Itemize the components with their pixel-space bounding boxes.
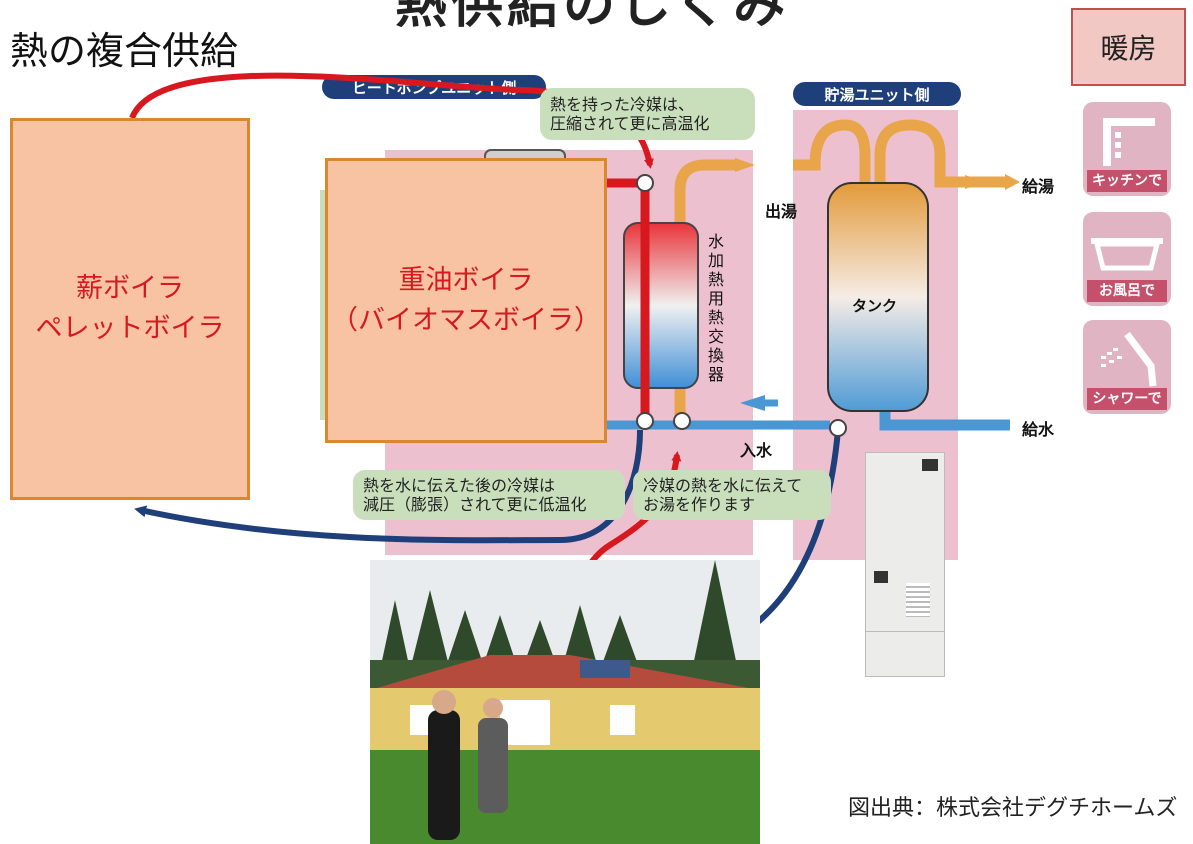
heavy-oil-boiler: 重油ボイラ （バイオマスボイラ） — [325, 158, 607, 443]
usage-tile-kitchen: キッチンで — [1083, 102, 1171, 196]
top-title-partial: 熱供給のしくみ — [395, 0, 790, 35]
hot-water-out-label: 出湯 — [765, 202, 798, 221]
wood-boiler-line2: ペレットボイラ — [35, 313, 225, 344]
bubble-expanded-line1: 熱を水に伝えた後の冷媒は — [363, 476, 556, 495]
storage-tank — [827, 182, 929, 412]
water-supply-label: 給水 — [1022, 420, 1055, 439]
heating-label-box: 暖房 — [1071, 8, 1186, 86]
bubble-compressed-line1: 熱を持った冷媒は、 — [550, 95, 695, 114]
oil-boiler-line2: （バイオマスボイラ） — [331, 304, 601, 336]
hot-water-pipe — [674, 159, 735, 420]
hot-water-arrow-1 — [735, 158, 755, 172]
heat-exchanger-label: 水加熱用熱交換器 — [708, 232, 725, 384]
bathtub-icon — [1091, 238, 1163, 271]
tank-label: タンク — [852, 297, 898, 315]
bubble-compressed: 熱を持った冷媒は、 圧縮されて更に高温化 — [540, 88, 755, 140]
storage-hot-loop — [793, 119, 965, 188]
bubble-transfer: 冷媒の熱を水に伝えて お湯を作ります — [633, 470, 831, 520]
wood-boiler-line1: 薪ボイラ — [76, 273, 184, 304]
house-scene — [370, 560, 760, 844]
usage-caption-kitchen: キッチンで — [1087, 170, 1167, 192]
usage-tile-bath: お風呂で — [1083, 212, 1171, 306]
water-in-arrow — [740, 395, 765, 411]
oil-boiler-line1: 重油ボイラ — [398, 264, 534, 296]
usage-tile-shower: シャワーで — [1083, 320, 1171, 414]
kitchen-icon — [1103, 118, 1155, 166]
usage-caption-bath: お風呂で — [1087, 280, 1167, 302]
figure-credit: 図出典：株式会社デグチホームズ — [848, 796, 1178, 821]
bubble-compressed-line2: 圧縮されて更に高温化 — [550, 114, 710, 133]
bubble-transfer-line1: 冷媒の熱を水に伝えて — [643, 476, 803, 495]
house-photo — [370, 560, 760, 844]
storage-unit-label: 貯湯ユニット側 — [793, 82, 961, 106]
storage-unit-appliance — [865, 452, 945, 677]
hot-water-supply-label: 給湯 — [1022, 177, 1055, 196]
page-title: 熱の複合供給 — [10, 29, 239, 73]
water-supply-pipe — [879, 410, 1010, 431]
water-in-label: 入水 — [740, 441, 773, 460]
hot-supply-arrow — [1005, 174, 1020, 190]
navy-return-arrow — [134, 429, 643, 544]
bubble-transfer-line2: お湯を作ります — [643, 495, 756, 514]
shower-icon — [1101, 331, 1157, 387]
bubble-expanded-line2: 減圧（膨張）されて更に低温化 — [363, 495, 587, 514]
bubble-expanded: 熱を水に伝えた後の冷媒は 減圧（膨張）されて更に低温化 — [353, 470, 625, 520]
heat-exchanger — [623, 222, 699, 389]
wood-pellet-boiler: 薪ボイラ ペレットボイラ — [10, 118, 250, 500]
usage-caption-shower: シャワーで — [1087, 388, 1167, 410]
